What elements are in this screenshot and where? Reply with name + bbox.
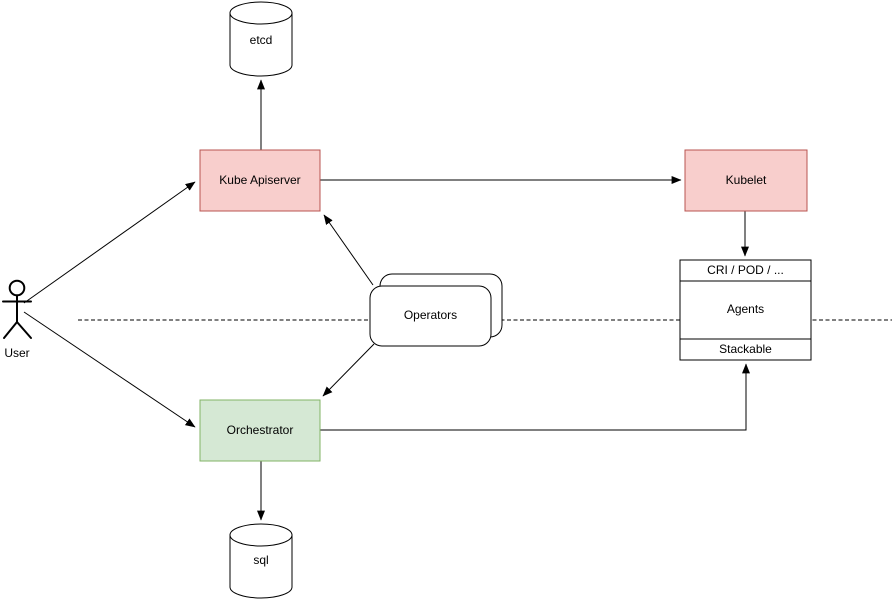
node-operators: Operators (369, 273, 503, 347)
edge-operators-to-apiserver (323, 214, 374, 286)
edge-user-to-orchestrator (23, 311, 196, 428)
kubelet-box (684, 149, 808, 212)
edge-operators-to-orchestrator (322, 343, 375, 397)
kube-apiserver-box (199, 149, 321, 212)
user-actor-head (8, 279, 26, 297)
agents-box (679, 259, 812, 361)
orchestrator-box (199, 399, 321, 462)
sql-cylinder-lip (229, 534, 293, 547)
agents-stackable-label: Stackable (719, 342, 772, 356)
operators-front-card (369, 285, 492, 347)
agents-main-label: Agents (727, 302, 764, 316)
node-kube-apiserver: Kube Apiserver (199, 149, 321, 212)
kube-apiserver-label: Kube Apiserver (219, 173, 300, 187)
user-actor-right-leg (16, 321, 32, 339)
user-actor-left-leg (3, 321, 18, 339)
sql-label: sql (253, 553, 268, 567)
node-orchestrator: Orchestrator (199, 399, 321, 462)
node-user: User (2, 279, 32, 360)
kubelet-label: Kubelet (726, 173, 767, 187)
etcd-cylinder-lip (229, 12, 293, 25)
node-kubelet: Kubelet (684, 149, 808, 212)
node-agents: CRI / POD / ... Agents Stackable (679, 259, 812, 361)
user-label: User (4, 346, 29, 360)
node-sql: sql (229, 523, 293, 599)
node-etcd: etcd (229, 1, 293, 77)
operators-label: Operators (404, 308, 457, 322)
agents-cri-pod-label: CRI / POD / ... (707, 263, 784, 277)
etcd-label: etcd (250, 33, 273, 47)
orchestrator-label: Orchestrator (227, 423, 294, 437)
edge-user-to-apiserver (23, 181, 196, 304)
edge-orchestrator-to-stackable (320, 363, 750, 431)
